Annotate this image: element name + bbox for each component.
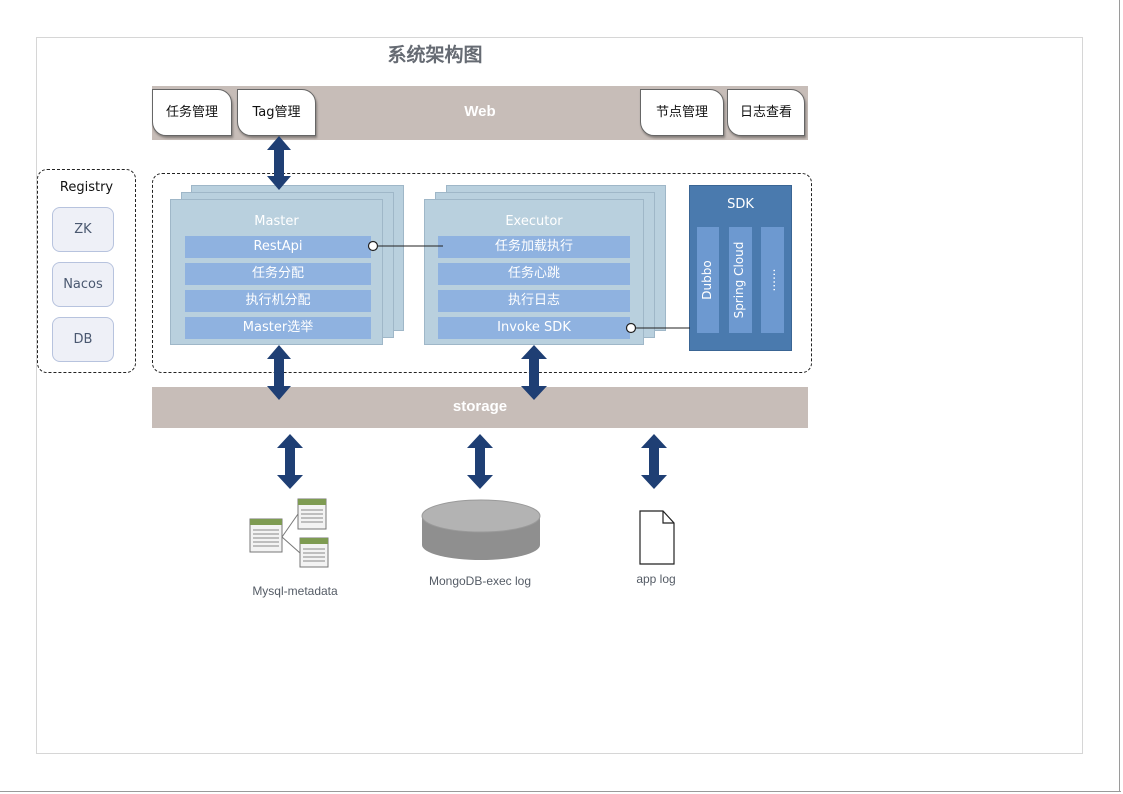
- arrow-storage-applog: [641, 434, 667, 489]
- arrow-executor-storage: [521, 345, 547, 400]
- sdk-col-more: [761, 227, 784, 333]
- sdk-connector-dot: [625, 322, 637, 334]
- file-icon: [639, 510, 675, 565]
- diagram-frame: [36, 37, 1083, 754]
- master-row-election: Master选举: [185, 317, 371, 339]
- arrow-storage-mysql: [277, 434, 303, 489]
- tab-task-management[interactable]: 任务管理: [152, 89, 232, 136]
- registry-item-db: DB: [52, 317, 114, 362]
- arrow-master-storage: [267, 345, 291, 400]
- diagram-title: 系统架构图: [387, 44, 483, 66]
- storage-label: storage: [452, 398, 508, 415]
- database-icon: [421, 499, 541, 560]
- tab-log-view[interactable]: 日志查看: [727, 89, 805, 136]
- sdk-col-spring-cloud: [729, 227, 752, 333]
- page-right-border: [1119, 0, 1120, 792]
- registry-item-zk: ZK: [52, 207, 114, 252]
- mongodb-exec-log-label: MongoDB-exec log: [428, 574, 532, 588]
- executor-row-exec-log: 执行日志: [438, 290, 630, 312]
- restapi-connector-dot: [367, 240, 379, 252]
- page-bottom-border: [0, 791, 1121, 792]
- arrow-storage-mongodb: [467, 434, 493, 489]
- mysql-metadata-label: Mysql-metadata: [252, 584, 338, 598]
- tables-icon: [249, 498, 329, 568]
- sdk-title: SDK: [727, 197, 754, 212]
- arrow-web-master: [267, 136, 291, 190]
- master-row-restapi: RestApi: [185, 236, 371, 258]
- executor-row-load-execute: 任务加载执行: [438, 236, 630, 258]
- registry-item-nacos: Nacos: [52, 262, 114, 307]
- executor-row-invoke-sdk: Invoke SDK: [438, 317, 630, 339]
- executor-title: Executor: [505, 214, 563, 229]
- core-services-group: [152, 173, 812, 373]
- master-row-task-dispatch: 任务分配: [185, 263, 371, 285]
- storage-band: [152, 387, 808, 428]
- master-row-executor-dispatch: 执行机分配: [185, 290, 371, 312]
- tab-node-management[interactable]: 节点管理: [640, 89, 724, 136]
- master-title: Master: [254, 214, 299, 229]
- web-label: Web: [464, 103, 496, 120]
- tab-tag-management[interactable]: Tag管理: [237, 89, 316, 136]
- registry-group: [37, 169, 136, 373]
- executor-row-heartbeat: 任务心跳: [438, 263, 630, 285]
- registry-label: Registry: [59, 180, 114, 195]
- app-log-label: app log: [636, 572, 676, 586]
- sdk-col-dubbo: [697, 227, 719, 333]
